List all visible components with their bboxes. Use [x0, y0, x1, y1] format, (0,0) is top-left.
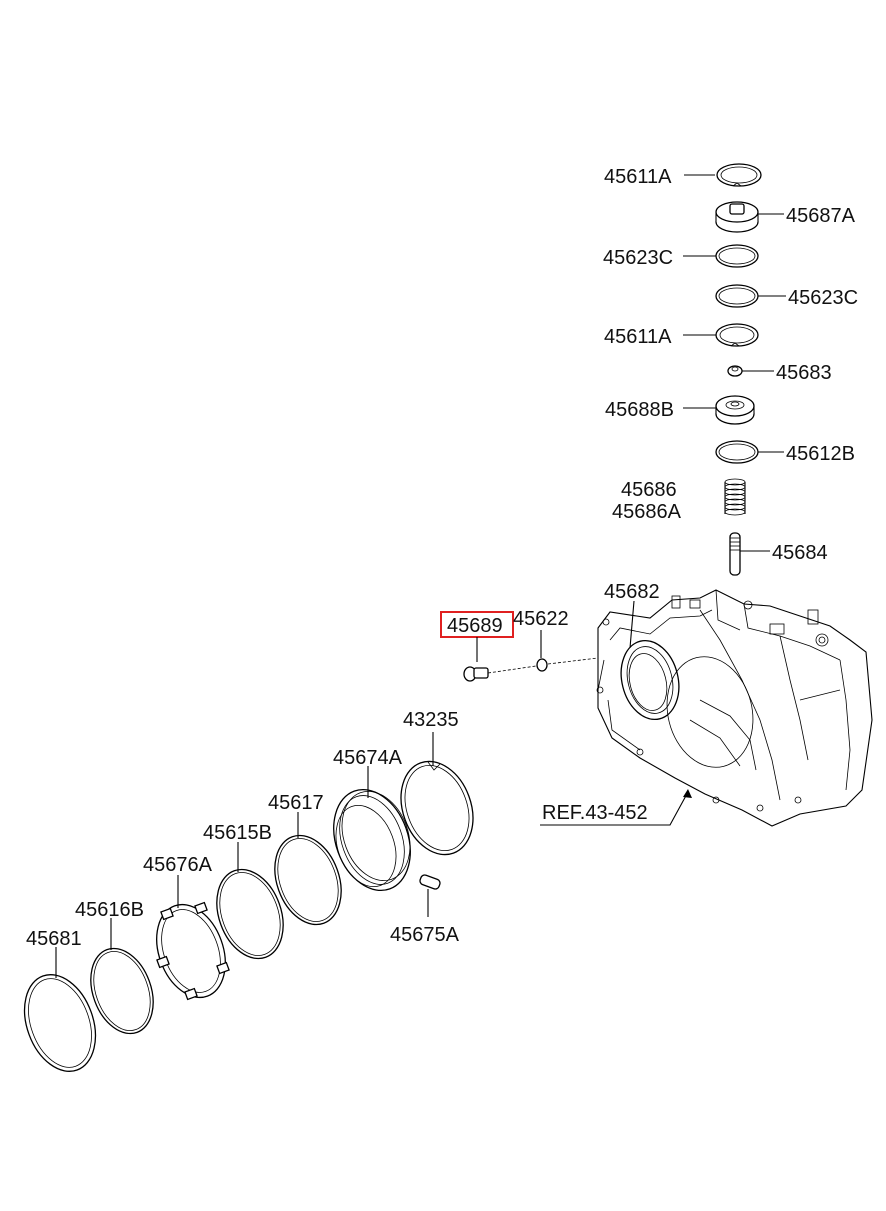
label-45674a: 45674A: [333, 747, 403, 769]
bolt-45689[interactable]: [463, 666, 489, 682]
seal-ring-45612b[interactable]: [715, 440, 759, 464]
washer-45622[interactable]: [536, 658, 548, 672]
label-45683: 45683: [776, 362, 832, 384]
ring-45681[interactable]: [12, 965, 108, 1082]
piston-45688b[interactable]: [715, 395, 755, 425]
label-45689: 45689: [447, 615, 503, 637]
ring-45617[interactable]: [263, 826, 353, 934]
label-45688b: 45688B: [605, 399, 674, 421]
snap-ring-45611a-top[interactable]: [716, 163, 762, 187]
snap-ring-43235[interactable]: [389, 751, 486, 864]
sleeve-45675a[interactable]: [419, 874, 441, 890]
ring-45615b[interactable]: [205, 860, 295, 968]
ring-45616b[interactable]: [80, 940, 165, 1043]
label-45611a-mid: 45611A: [604, 326, 672, 348]
label-45684: 45684: [772, 542, 828, 564]
label-45623c-right: 45623C: [788, 287, 858, 309]
piston-45687a[interactable]: [715, 201, 759, 233]
label-43235: 43235: [403, 709, 459, 731]
label-45612b: 45612B: [786, 443, 855, 465]
label-45611a-top: 45611A: [604, 166, 672, 188]
nut-45683[interactable]: [727, 365, 743, 377]
spring-45686[interactable]: [724, 478, 746, 516]
label-45682: 45682: [604, 581, 660, 603]
label-45615b: 45615B: [203, 822, 272, 844]
snap-ring-45611a-mid[interactable]: [715, 323, 759, 347]
plate-45676a[interactable]: [145, 895, 238, 1007]
label-45623c-left: 45623C: [603, 247, 673, 269]
transmission-case: [596, 589, 873, 827]
label-45616b: 45616B: [75, 899, 144, 921]
label-45686a: 45686A: [612, 501, 682, 523]
seal-ring-45623c-left[interactable]: [715, 244, 759, 268]
label-45617: 45617: [268, 792, 324, 814]
label-45687a: 45687A: [786, 205, 856, 227]
label-45676a: 45676A: [143, 854, 213, 876]
label-45622: 45622: [513, 608, 569, 630]
pin-45684[interactable]: [729, 532, 741, 576]
label-45675a: 45675A: [390, 924, 460, 946]
label-45681: 45681: [26, 928, 82, 950]
retainer-45674a[interactable]: [320, 779, 423, 901]
seal-ring-45623c-right[interactable]: [715, 284, 759, 308]
label-ref: REF.43-452: [542, 802, 648, 824]
label-45686: 45686: [621, 479, 677, 501]
